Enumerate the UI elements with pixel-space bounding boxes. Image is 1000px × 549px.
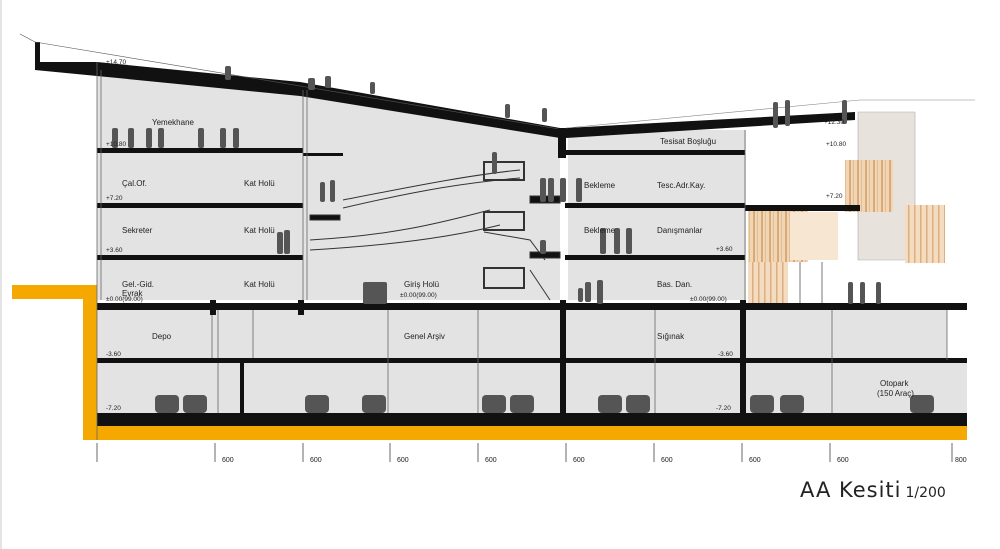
dimension-label: 600 <box>397 457 409 464</box>
room-label-cal-of: Çal.Of. <box>122 179 147 188</box>
dimension-labels: 600 600 600 600 600 600 600 600 800 <box>222 457 967 464</box>
drawing-scale: 1/200 <box>905 485 946 501</box>
level-label: +7.20 <box>826 193 843 200</box>
room-label-kat-holu-2: Kat Holü <box>244 226 275 235</box>
room-label-bekleme-3: Bekleme <box>584 181 616 190</box>
dimension-line <box>96 443 953 462</box>
cars <box>155 395 934 413</box>
dimension-label: 800 <box>955 457 967 464</box>
level-labels: +14.70 +10.80 +7.20 +3.60 ±0.00(99.00) ±… <box>106 59 846 412</box>
retaining-earth <box>12 285 967 440</box>
room-label-danismanlar: Danışmanlar <box>657 226 703 235</box>
structure-lines <box>96 62 948 440</box>
room-label-tesisat: Tesisat Boşluğu <box>660 137 716 146</box>
room-label-evrak: Evrak <box>122 289 143 298</box>
room-label-tesc: Tesc.Adr.Kay. <box>657 181 705 190</box>
room-label-sekreter: Sekreter <box>122 226 153 235</box>
room-label-giris-holu: Giriş Holü <box>404 280 439 289</box>
room-labels: Yemekhane Çal.Of. Kat Holü Sekreter Kat … <box>122 118 914 398</box>
level-label: -7.20 <box>716 405 731 412</box>
dimension-label: 600 <box>837 457 849 464</box>
dimension-label: 600 <box>222 457 234 464</box>
room-label-yemekhane: Yemekhane <box>152 118 195 127</box>
level-label: +7.20 <box>106 195 123 202</box>
level-label: +10.80 <box>826 141 846 148</box>
level-label: ±0.00(99.00) <box>400 292 437 299</box>
room-label-siginak: Sığınak <box>657 332 685 341</box>
level-label: +10.80 <box>106 141 126 148</box>
level-label: -3.60 <box>718 351 733 358</box>
room-label-gel-gid: Gel.-Gid. <box>122 280 154 289</box>
level-label: +14.70 <box>106 59 126 66</box>
room-label-bekleme-2: Bekleme <box>584 226 616 235</box>
level-label: -3.60 <box>106 351 121 358</box>
level-label: +3.60 <box>106 247 123 254</box>
dimension-label: 600 <box>485 457 497 464</box>
floor-slabs <box>97 148 967 426</box>
level-label: -7.20 <box>106 405 121 412</box>
room-label-otopark-capacity: (150 Araç) <box>877 389 914 398</box>
room-label-otopark: Otopark <box>880 379 909 388</box>
room-label-kat-holu-3: Kat Holü <box>244 179 275 188</box>
dimension-label: 600 <box>749 457 761 464</box>
level-label: +3.60 <box>716 246 733 253</box>
drawing-title-text: AA Kesiti <box>800 478 902 502</box>
timber-facade <box>748 111 945 308</box>
roof-slab <box>19 33 975 138</box>
level-label: ±0.00(99.00) <box>106 296 143 303</box>
room-label-genel-arsiv: Genel Arşiv <box>404 332 445 341</box>
room-label-kat-holu-1: Kat Holü <box>244 280 275 289</box>
people-figures <box>112 66 881 304</box>
dimension-label: 600 <box>310 457 322 464</box>
level-label: +12.30 <box>824 119 844 126</box>
dimension-label: 600 <box>661 457 673 464</box>
room-label-bas-dan: Bas. Dan. <box>657 280 692 289</box>
columns <box>120 128 746 426</box>
level-label: ±0.00(99.00) <box>690 296 727 303</box>
dimension-label: 600 <box>573 457 585 464</box>
room-label-depo: Depo <box>152 332 172 341</box>
